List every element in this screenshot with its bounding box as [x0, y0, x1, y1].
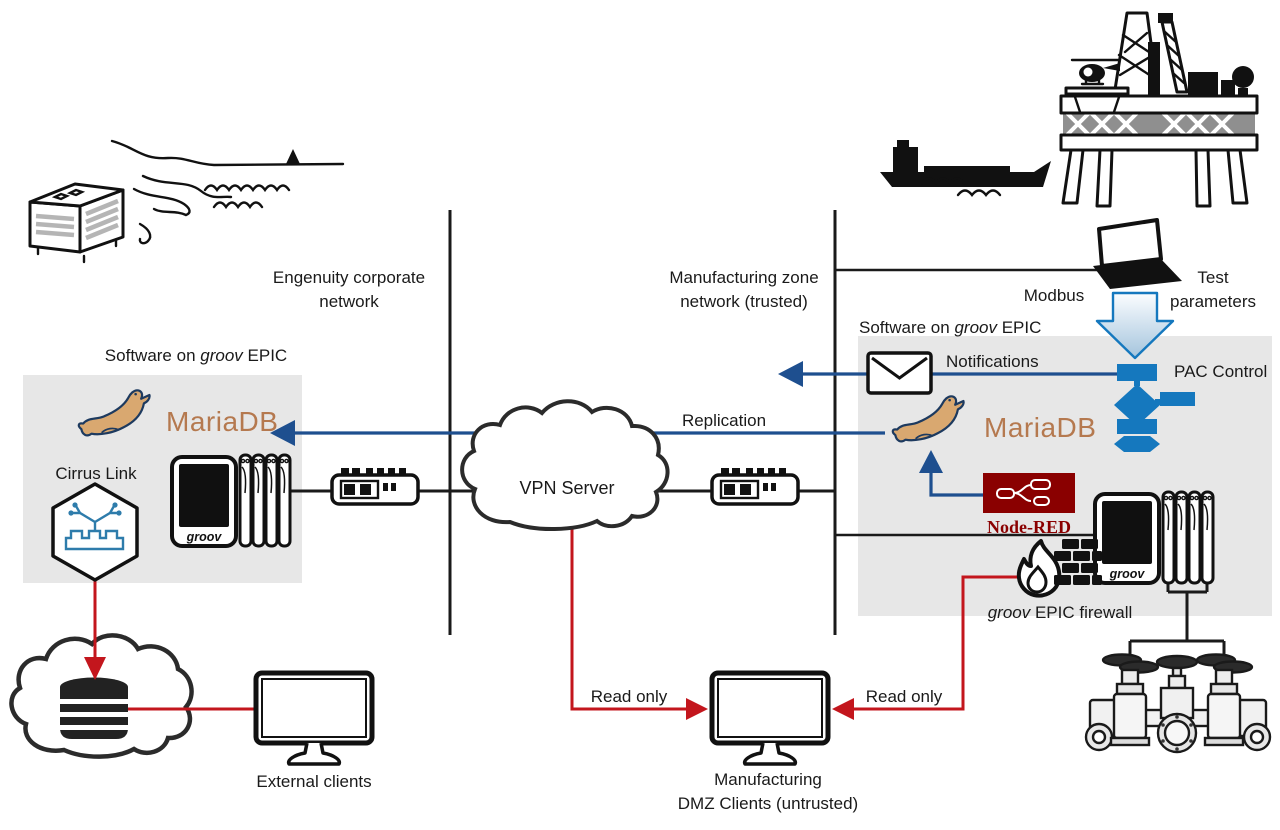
- left-title-prefix: Software on: [104, 346, 201, 365]
- vpn-server-label: VPN Server: [519, 478, 615, 498]
- left-title-suffix: EPIC: [242, 346, 288, 365]
- node-red-icon: [983, 473, 1075, 513]
- right-panel-title: Software on groov EPIC: [859, 316, 1041, 340]
- shoreline-illustration: [110, 139, 345, 245]
- firewall-label-suffix: EPIC firewall: [1030, 603, 1133, 622]
- router-icon-right: [710, 466, 800, 506]
- corporate-network-label: Engenuity corporate network: [273, 266, 425, 314]
- external-clients-monitor: [256, 673, 372, 764]
- right-title-groov: groov: [954, 318, 997, 337]
- read-only-left-label: Read only: [590, 687, 668, 706]
- corporate-network-line1: Engenuity corporate: [272, 268, 426, 287]
- dmz-clients-line1: Manufacturing: [714, 770, 822, 789]
- notifications-line: [778, 361, 1117, 387]
- mariadb-label-left: MariaDB: [166, 406, 279, 437]
- shore-building-icon: [28, 182, 125, 264]
- cirrus-to-cloud-line: [84, 583, 106, 680]
- dmz-clients-line2: DMZ Clients (untrusted): [677, 793, 859, 813]
- read-only-right-label: Read only: [865, 687, 943, 706]
- left-title-groov: groov: [200, 346, 243, 365]
- oil-rig-illustration: [1059, 11, 1259, 208]
- pac-control-label: PAC Control: [1174, 362, 1268, 381]
- left-panel-title: Software on groov EPIC: [105, 344, 287, 368]
- firewall-label: groov EPIC firewall: [988, 601, 1133, 625]
- test-parameters-line1: Test: [1197, 268, 1229, 287]
- dmz-clients-monitor: [712, 673, 828, 764]
- groov-epic-device-right: groov: [1093, 490, 1215, 585]
- external-clients-label: External clients: [256, 772, 372, 791]
- right-title-prefix: Software on: [859, 318, 955, 337]
- dmz-clients-label: Manufacturing DMZ Clients (untrusted): [678, 768, 858, 816]
- manufacturing-network-line2: network (trusted): [680, 291, 808, 311]
- cirrus-link-icon: [51, 482, 139, 600]
- ship-icon: [880, 140, 1051, 197]
- wellhead-equipment-illustration: [1084, 653, 1272, 754]
- right-title-suffix: EPIC: [996, 318, 1042, 337]
- groov-screen-label-left: groov: [186, 530, 223, 544]
- groov-epic-device-left: groov: [170, 453, 292, 548]
- replication-label: Replication: [681, 411, 767, 430]
- manufacturing-network-label: Manufacturing zone network (trusted): [669, 266, 818, 314]
- firewall-to-dmz-line: [832, 575, 1028, 720]
- download-arrow-icon: [1095, 291, 1175, 360]
- groov-screen-label-right: groov: [1109, 567, 1146, 581]
- cloud-database-icon: [9, 633, 194, 759]
- corporate-network-line2: network: [319, 291, 379, 311]
- notifications-envelope-icon: [866, 351, 933, 395]
- firewall-icon: [1016, 539, 1102, 598]
- manufacturing-network-line1: Manufacturing zone: [669, 268, 819, 287]
- nodered-to-mariadb-arrow: [919, 450, 983, 497]
- test-parameters-line2: parameters: [1170, 291, 1256, 311]
- cirrus-link-label: Cirrus Link: [55, 464, 137, 483]
- vpn-server-cloud: [460, 399, 670, 531]
- firewall-label-groov: groov: [987, 603, 1031, 622]
- node-red-label: Node-RED: [987, 517, 1071, 537]
- notifications-label: Notifications: [946, 352, 1039, 371]
- mariadb-label-right: MariaDB: [984, 412, 1097, 443]
- mariadb-logo-left: [77, 389, 151, 437]
- mariadb-logo-right: [891, 395, 965, 443]
- test-parameters-label: Test parameters: [1170, 266, 1256, 314]
- router-icon-left: [330, 466, 420, 506]
- vpn-to-dmz-line: [570, 520, 708, 720]
- wellhead-bracket: [1128, 584, 1226, 657]
- laptop-icon: [1093, 218, 1182, 289]
- modbus-label: Modbus: [1023, 286, 1085, 305]
- pac-control-icon: [1114, 364, 1195, 452]
